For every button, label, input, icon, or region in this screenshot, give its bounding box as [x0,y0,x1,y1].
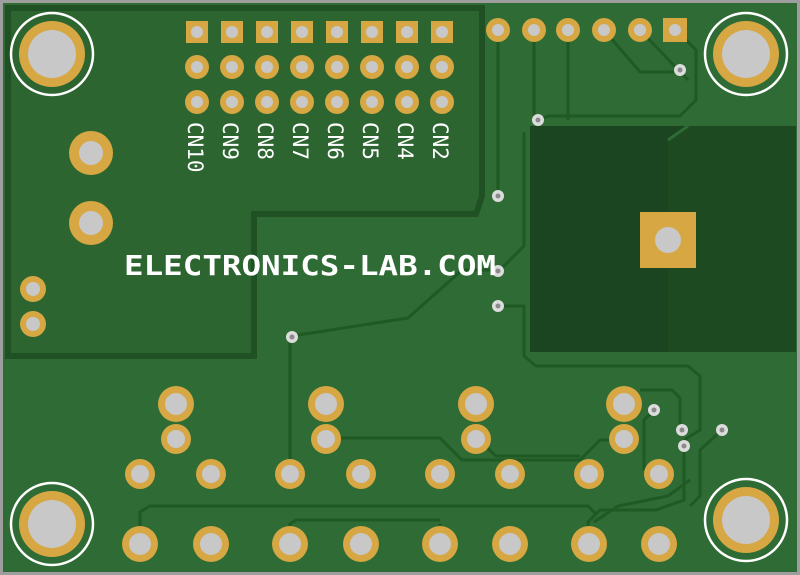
connector-labels: CN10 CN9 CN8 CN7 CN6 CN5 CN4 CN2 [183,122,452,173]
bottom-row-pads [122,526,677,562]
right-dark-pour-notch [530,126,686,352]
mounting-hole-top-left [9,11,95,97]
connector-label: CN9 [218,122,242,160]
mounting-hole-bottom-left [9,481,95,567]
connector-label: CN10 [183,122,207,173]
header-row-square [186,21,453,43]
connector-label: CN7 [288,122,312,160]
mounting-hole-top-right [703,11,789,97]
header-row-middle [185,55,454,79]
connector-label: CN8 [253,122,277,160]
mounting-hole-bottom-right [703,477,789,563]
vias [286,64,728,452]
brand-text: ELECTRONICS-LAB.COM [124,249,496,282]
connector-label: CN5 [358,122,382,160]
connector-header-grid [185,21,454,114]
square-pad [640,212,696,268]
header-row-bottom [185,90,454,114]
top-right-header [486,18,687,42]
right-pour-divider [667,124,689,142]
lower-row-pads [125,459,674,489]
connector-label: CN4 [393,122,417,160]
connector-label: CN6 [323,122,347,160]
lower-pad-pairs [158,386,642,454]
left-power-pads [20,131,113,337]
connector-label: CN2 [428,122,452,160]
